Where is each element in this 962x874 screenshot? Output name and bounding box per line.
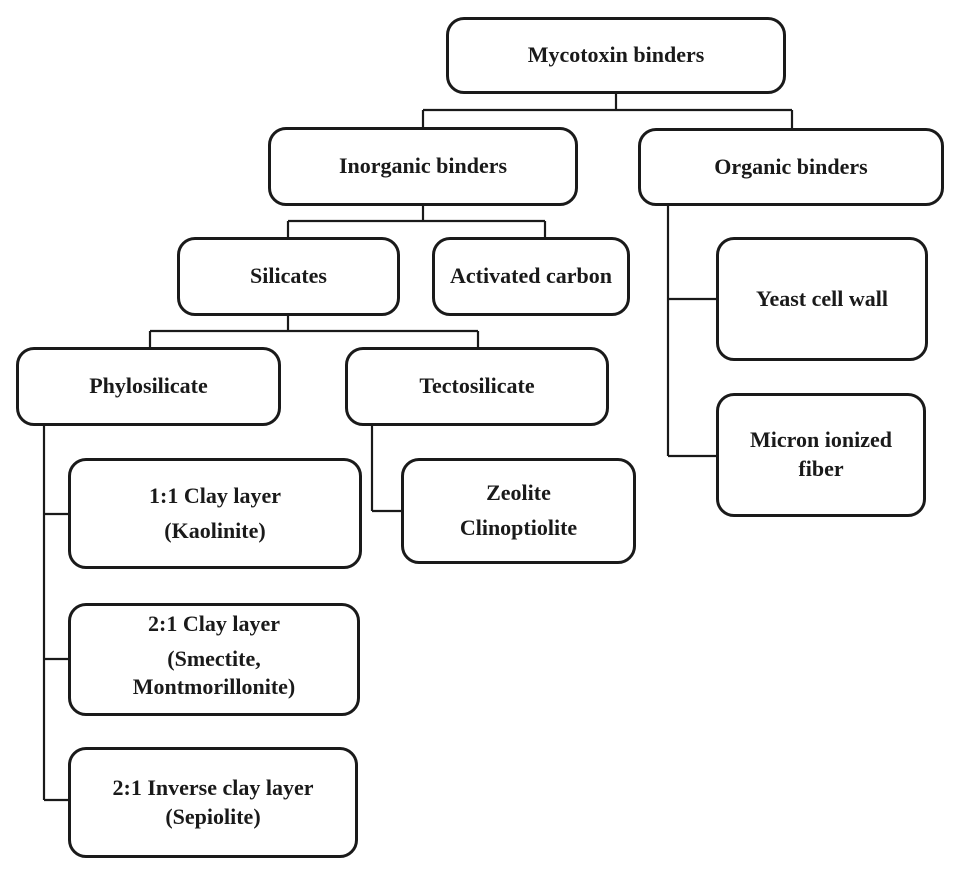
node-label: Inorganic binders — [338, 153, 508, 179]
node-mycotoxin-binders: Mycotoxin binders — [446, 17, 786, 94]
node-clay-2-1: 2:1 Clay layer (Smectite, Montmorillonit… — [68, 603, 360, 716]
node-label-line-2: fiber — [798, 456, 844, 481]
node-inorganic-binders: Inorganic binders — [268, 127, 578, 206]
node-label-line-2: Clinoptiolite — [459, 515, 578, 540]
node-label-line-2: (Smectite, — [167, 645, 261, 671]
node-label: Silicates — [250, 263, 327, 289]
node-label: Yeast cell wall — [756, 285, 888, 311]
node-phylosilicate: Phylosilicate — [16, 347, 281, 426]
node-label: Tectosilicate — [419, 373, 535, 399]
node-silicates: Silicates — [177, 237, 400, 316]
node-label-line-2: (Kaolinite) — [164, 517, 266, 543]
node-label: Phylosilicate — [89, 373, 208, 399]
node-tectosilicate: Tectosilicate — [345, 347, 609, 426]
node-label-line-1: 1:1 Clay layer — [149, 482, 281, 508]
node-label-line-1: 2:1 Inverse clay layer — [112, 774, 314, 800]
node-label-line-1: 2:1 Clay layer — [148, 611, 280, 636]
node-clay-2-1-inverse: 2:1 Inverse clay layer (Sepiolite) — [68, 747, 358, 858]
node-yeast-cell-wall: Yeast cell wall — [716, 237, 928, 361]
node-label-line-1: Micron ionized — [750, 427, 892, 453]
node-micron-ionized-fiber: Micron ionized fiber — [716, 393, 926, 517]
node-activated-carbon: Activated carbon — [432, 237, 630, 316]
node-label-line-1: Zeolite — [486, 480, 551, 506]
node-zeolite-clinoptiolite: Zeolite Clinoptiolite — [401, 458, 636, 564]
node-label: Activated carbon — [450, 263, 612, 289]
node-label: Organic binders — [714, 153, 868, 179]
node-label-line-3: Montmorillonite) — [132, 674, 296, 700]
node-organic-binders: Organic binders — [638, 128, 944, 206]
node-label-line-2: (Sepiolite) — [165, 803, 261, 829]
node-clay-1-1: 1:1 Clay layer (Kaolinite) — [68, 458, 362, 569]
node-label: Mycotoxin binders — [527, 42, 705, 68]
